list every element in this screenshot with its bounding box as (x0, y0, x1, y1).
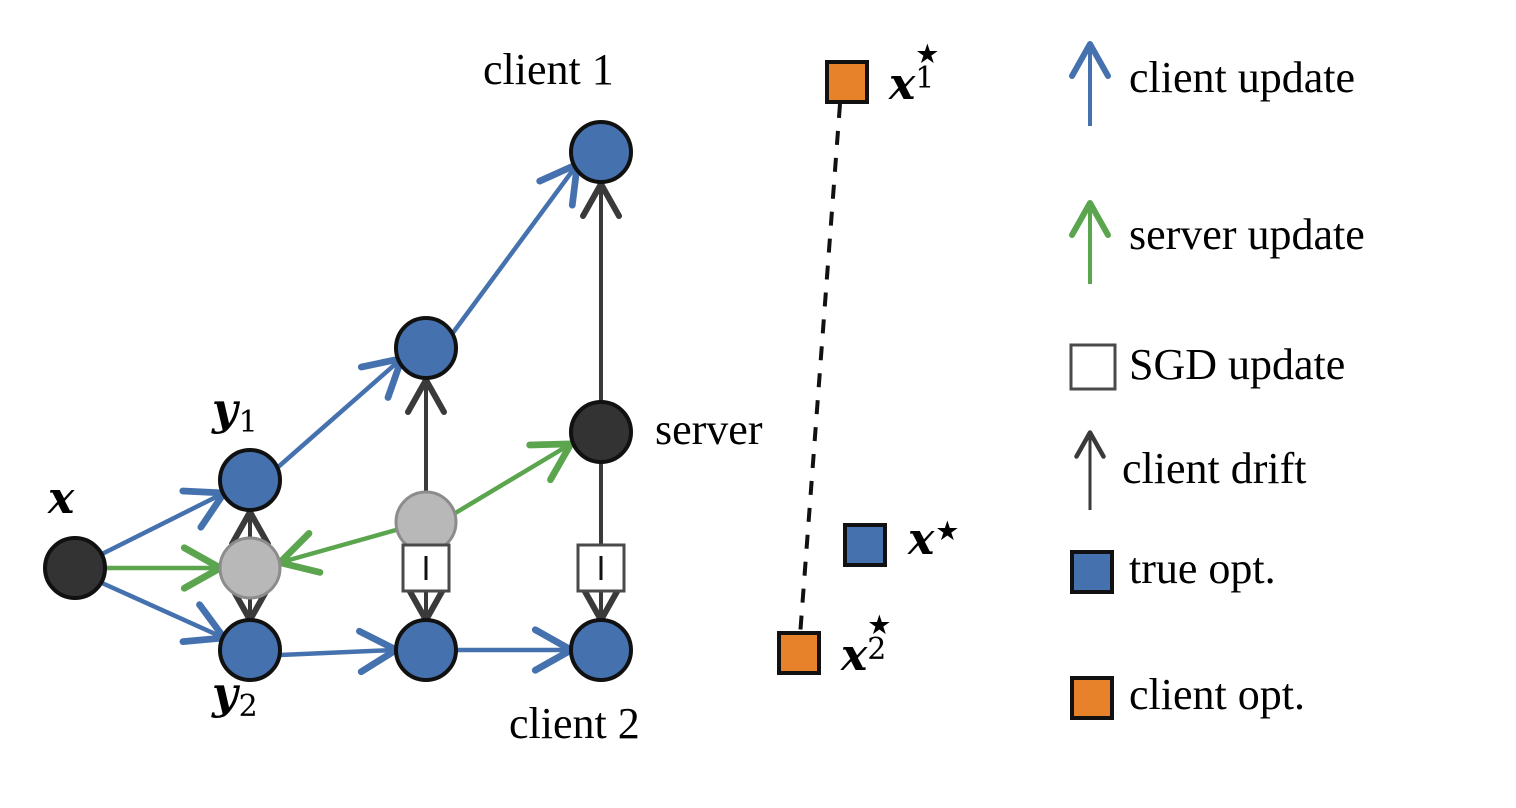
graph-nodes (43, 120, 633, 682)
y1-client1-node[interactable] (218, 448, 282, 512)
edge-y1-to-client1-mid (275, 355, 406, 470)
true-optimum-marker[interactable] (843, 523, 887, 567)
edge-x-to-y2 (101, 580, 228, 645)
x1-star-sup: ★ (915, 38, 940, 70)
x-origin-label: x (48, 477, 74, 521)
client2-optimum-marker[interactable] (777, 631, 821, 675)
y1-label-base: y (212, 384, 238, 435)
x1-star-label: x★1 (889, 41, 943, 110)
client-optima-dashed-connector (798, 103, 842, 637)
x1-star-base: x (889, 59, 916, 110)
y2-label-base: y (212, 668, 238, 719)
x-star-sup: ★ (935, 516, 960, 547)
y1-label: y1 (212, 388, 258, 438)
x1-star-sub: 1 (915, 61, 935, 96)
client-drift-edges (229, 181, 622, 623)
x-origin-label-base: x (48, 473, 75, 524)
edge-client1-mid-to-final (450, 160, 581, 336)
legend-item-client-update[interactable]: client update (1129, 56, 1355, 100)
edge-x-to-y1 (100, 487, 228, 557)
legend-item-client-opt[interactable]: client opt. (1129, 673, 1305, 717)
client2-label: client 2 (509, 699, 640, 748)
legend-label-client-opt: client opt. (1129, 670, 1305, 719)
client1-label: client 1 (483, 45, 614, 94)
sgd-update-square-2[interactable] (576, 543, 626, 593)
client2-final-node[interactable] (569, 618, 633, 682)
legend-item-client-drift[interactable]: client drift (1122, 447, 1307, 491)
y1-label-sub: 1 (238, 405, 258, 441)
optimum-markers (777, 60, 887, 675)
x2-star-base: x (841, 630, 868, 681)
empty-square-icon (1069, 343, 1117, 391)
legend-label-client-drift: client drift (1122, 444, 1307, 493)
legend-item-true-opt[interactable]: true opt. (1129, 547, 1276, 591)
y2-label: y2 (212, 672, 258, 722)
x-star-label: x★ (908, 518, 959, 562)
client1-optimum-marker[interactable] (825, 60, 869, 104)
server-label: server (655, 405, 763, 454)
x1-star-scripts: ★1 (915, 41, 942, 99)
sgd-update-square-1[interactable] (401, 543, 451, 593)
legend-label-client-update: client update (1129, 53, 1356, 102)
orange-square-icon (1070, 676, 1114, 720)
x2-star-label: x★2 (841, 612, 895, 681)
legend-icons (1069, 41, 1117, 720)
x2-star-scripts: ★2 (867, 612, 894, 670)
client1-mid-node[interactable] (394, 316, 458, 380)
edge-gray2-to-server (450, 440, 575, 517)
edge-gray2-to-gray1 (276, 527, 397, 576)
server-update-edges (105, 440, 575, 592)
legend-item-server-update[interactable]: server update (1129, 213, 1365, 257)
client2-mid-node[interactable] (394, 618, 458, 682)
server-node[interactable] (569, 400, 633, 464)
x2-star-sup: ★ (867, 609, 892, 641)
legend-label-true-opt: true opt. (1129, 544, 1276, 593)
client-update-edges (100, 160, 581, 676)
x2-star-sub: 2 (867, 632, 887, 667)
gray-avg-node-2[interactable] (394, 490, 458, 554)
x-star-base: x (908, 514, 935, 566)
legend-item-sgd-update[interactable]: SGD update (1129, 343, 1345, 387)
legend-label-server-update: server update (1129, 210, 1365, 259)
legend-label-sgd-update: SGD update (1129, 340, 1346, 389)
gray-avg-node-1[interactable] (218, 536, 282, 600)
x-origin-node[interactable] (43, 536, 107, 600)
client1-final-node[interactable] (569, 120, 633, 184)
blue-square-icon (1070, 550, 1114, 594)
y2-client2-node[interactable] (218, 618, 282, 682)
sgd-update-squares (401, 543, 626, 593)
y2-label-sub: 2 (238, 689, 258, 725)
edge-y2-to-client2-mid (279, 627, 400, 676)
